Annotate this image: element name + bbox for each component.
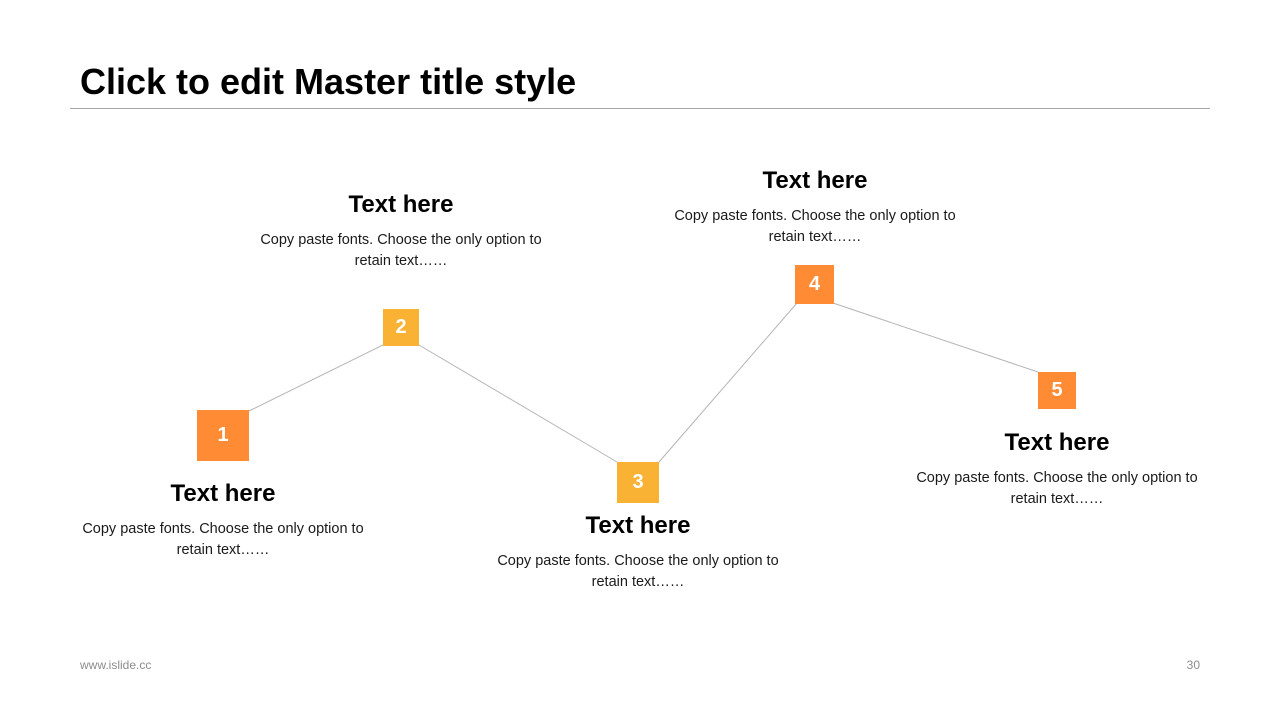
step-description: Copy paste fonts. Choose the only option… — [916, 470, 1198, 507]
step-description: Copy paste fonts. Choose the only option… — [260, 232, 542, 269]
step-description: Copy paste fonts. Choose the only option… — [82, 521, 364, 558]
connector-2-3 — [418, 344, 618, 463]
step-text-block-4: Text here Copy paste fonts. Choose the o… — [665, 166, 965, 248]
step-marker-3: 3 — [617, 462, 659, 503]
page-number: 30 — [1186, 658, 1200, 672]
step-text-block-1: Text here Copy paste fonts. Choose the o… — [73, 479, 373, 561]
step-marker-2: 2 — [383, 309, 419, 346]
step-number: 5 — [1051, 379, 1063, 401]
step-text-block-5: Text here Copy paste fonts. Choose the o… — [907, 428, 1207, 510]
step-number: 4 — [808, 273, 821, 295]
step-description: Copy paste fonts. Choose the only option… — [497, 553, 779, 590]
footer-url: www.islide.cc — [80, 658, 152, 672]
step-number: 1 — [217, 424, 229, 446]
step-text-block-2: Text here Copy paste fonts. Choose the o… — [251, 190, 551, 272]
connector-3-4 — [658, 302, 798, 463]
step-marker-5: 5 — [1038, 372, 1076, 409]
step-number: 2 — [395, 316, 407, 338]
connector-4-5 — [832, 302, 1039, 373]
step-heading: Text here — [585, 512, 691, 539]
step-heading: Text here — [762, 167, 868, 194]
slide-title: Click to edit Master title style — [80, 61, 577, 102]
title-divider — [70, 108, 1210, 109]
step-text-block-3: Text here Copy paste fonts. Choose the o… — [488, 511, 788, 593]
step-description: Copy paste fonts. Choose the only option… — [674, 208, 956, 245]
step-heading: Text here — [348, 191, 454, 218]
step-marker-4: 4 — [795, 265, 834, 304]
step-number: 3 — [632, 471, 644, 493]
connector-1-2 — [248, 344, 384, 412]
step-heading: Text here — [1004, 429, 1110, 456]
step-marker-1: 1 — [197, 410, 249, 461]
step-heading: Text here — [170, 480, 276, 507]
